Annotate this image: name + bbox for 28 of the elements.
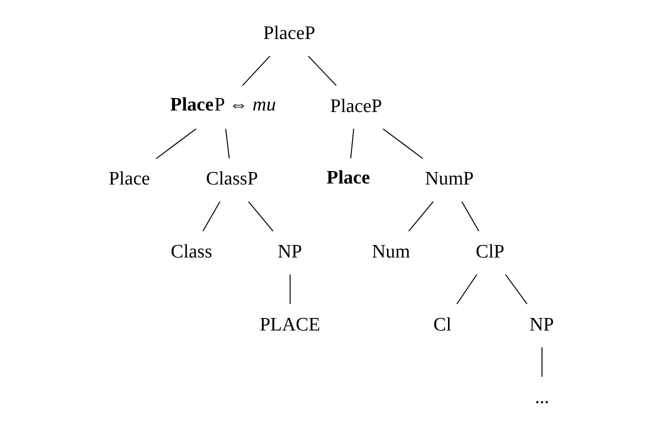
node-text: Num [372,241,410,262]
node-text: ... [534,387,550,408]
node-text: Cl [433,314,452,336]
connector [156,128,196,160]
connector [248,201,274,232]
node-text: NumP [425,168,474,190]
node-text: NP [278,241,302,262]
node-text: Place [108,168,150,190]
connector [290,274,291,304]
connector [505,274,528,304]
node-text: NP [529,314,554,336]
connector [202,201,220,232]
node-text: ClP [476,241,504,262]
node-text: Place [326,167,370,188]
node-text: Class [170,241,212,262]
node-text: ClassP [206,168,258,190]
node-text: PlaceP ⇔ mu [170,94,276,116]
connector [456,274,478,304]
connector [350,128,354,159]
node-text: PLACE [260,314,320,336]
connector [225,128,230,159]
node-text: PlaceP [263,23,316,44]
connector [408,201,434,232]
connector [382,128,424,160]
connector [308,56,337,86]
connector [242,56,270,86]
connector [461,201,480,232]
node-text: PlaceP [330,96,382,117]
